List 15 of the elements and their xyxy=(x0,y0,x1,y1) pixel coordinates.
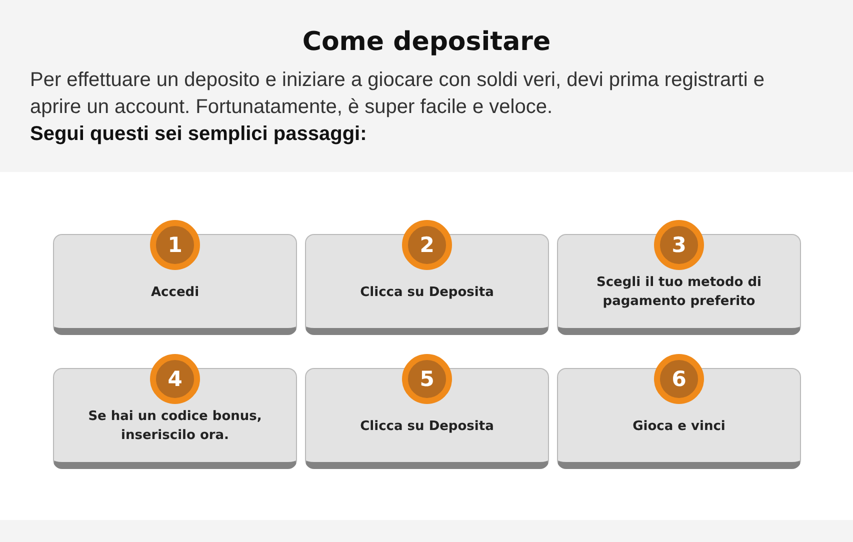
step-text: Accedi xyxy=(150,284,200,302)
step-text: Gioca e vinci xyxy=(632,418,726,436)
intro-paragraph: Per effettuare un deposito e iniziare a giocare con soldi veri, devi prima registrarti e aprire un account. Fortunatamente, è super facile e veloce. xyxy=(30,68,766,120)
step-text: Clicca su Deposita xyxy=(359,284,495,302)
step-text: Se hai un codice bonus, inseriscilo ora. xyxy=(87,408,263,445)
step-number-badge: 5 xyxy=(402,354,452,404)
step-number-badge: 6 xyxy=(654,354,704,404)
step-text: Clicca su Deposita xyxy=(359,418,495,436)
step-number-badge: 1 xyxy=(150,220,200,270)
step-text: Scegli il tuo metodo di pagamento preferito xyxy=(595,274,763,311)
instruction-text: Segui questi sei semplici passaggi: xyxy=(30,122,367,147)
step-number-badge: 3 xyxy=(654,220,704,270)
step-number-badge: 2 xyxy=(402,220,452,270)
step-number-badge: 4 xyxy=(150,354,200,404)
heading: Come depositare xyxy=(302,26,551,59)
